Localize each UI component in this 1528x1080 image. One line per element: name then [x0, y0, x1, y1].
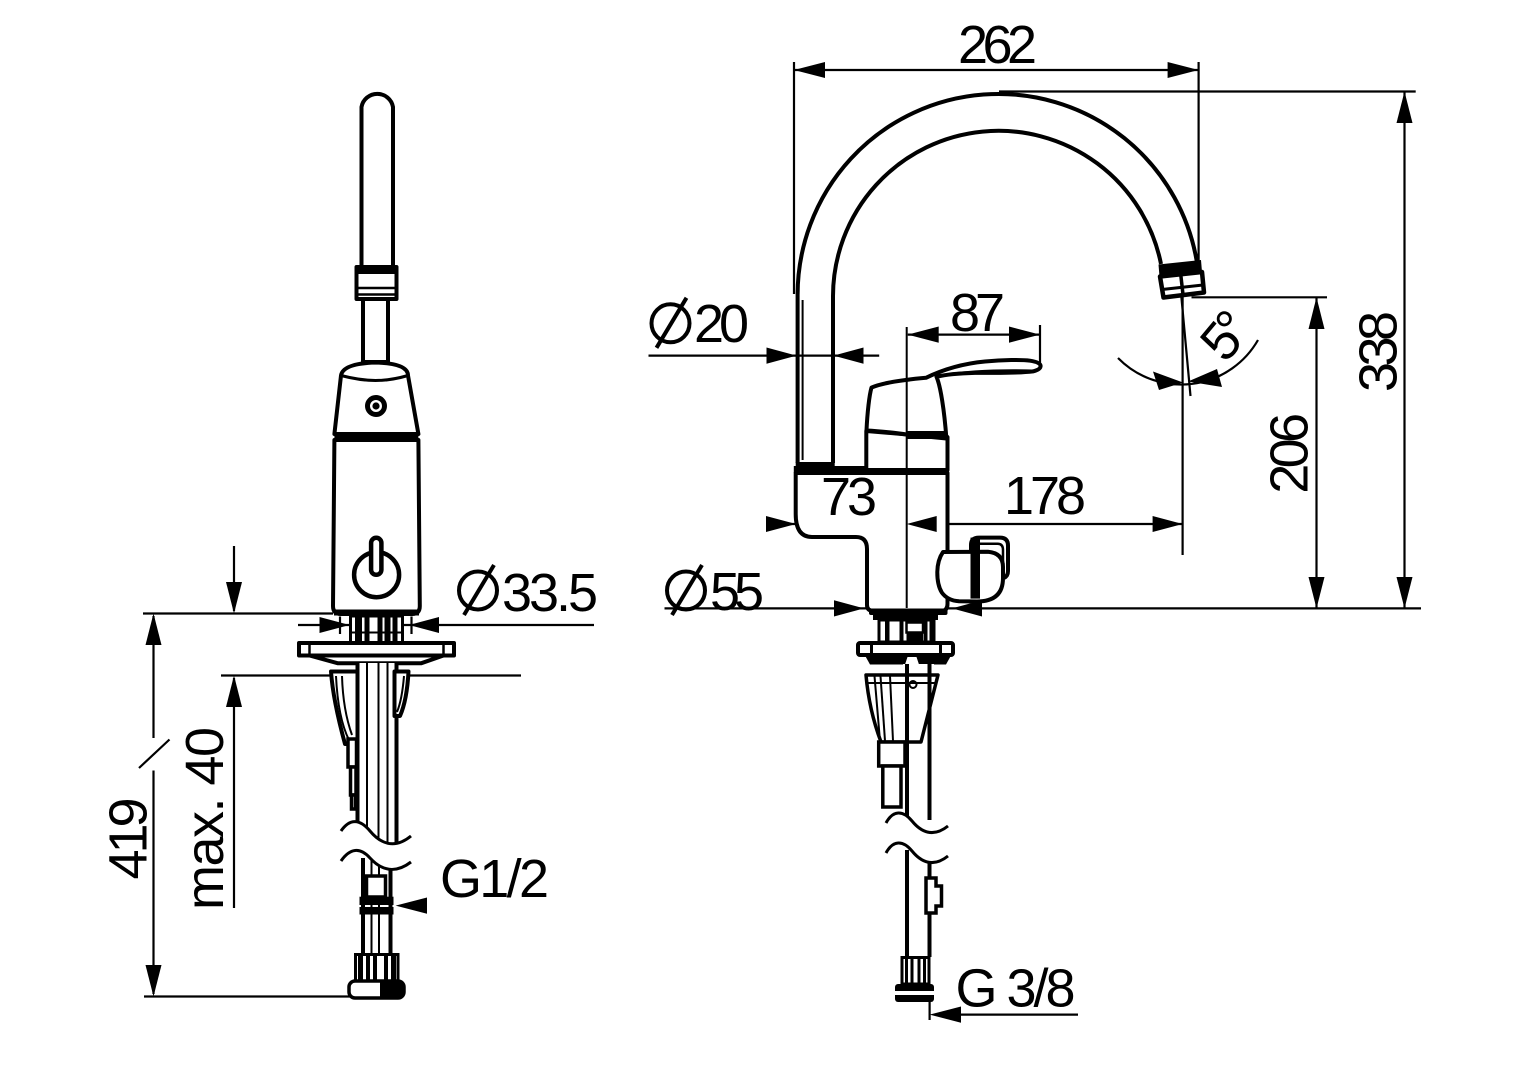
- svg-text:max. 40: max. 40: [175, 727, 235, 910]
- svg-text:206: 206: [1259, 413, 1319, 494]
- svg-text:87: 87: [950, 283, 1005, 343]
- svg-text:5°: 5°: [1189, 299, 1264, 372]
- svg-text:G 3/8: G 3/8: [956, 959, 1076, 1019]
- svg-text:G1/2: G1/2: [440, 849, 549, 909]
- svg-text:73: 73: [821, 467, 877, 527]
- svg-text:262: 262: [958, 15, 1037, 75]
- svg-text:338: 338: [1348, 311, 1408, 392]
- svg-text:419: 419: [98, 798, 158, 880]
- svg-text:33.5: 33.5: [502, 563, 598, 623]
- svg-text:178: 178: [1004, 466, 1086, 526]
- svg-text:20: 20: [694, 294, 749, 354]
- svg-text:55: 55: [710, 562, 764, 622]
